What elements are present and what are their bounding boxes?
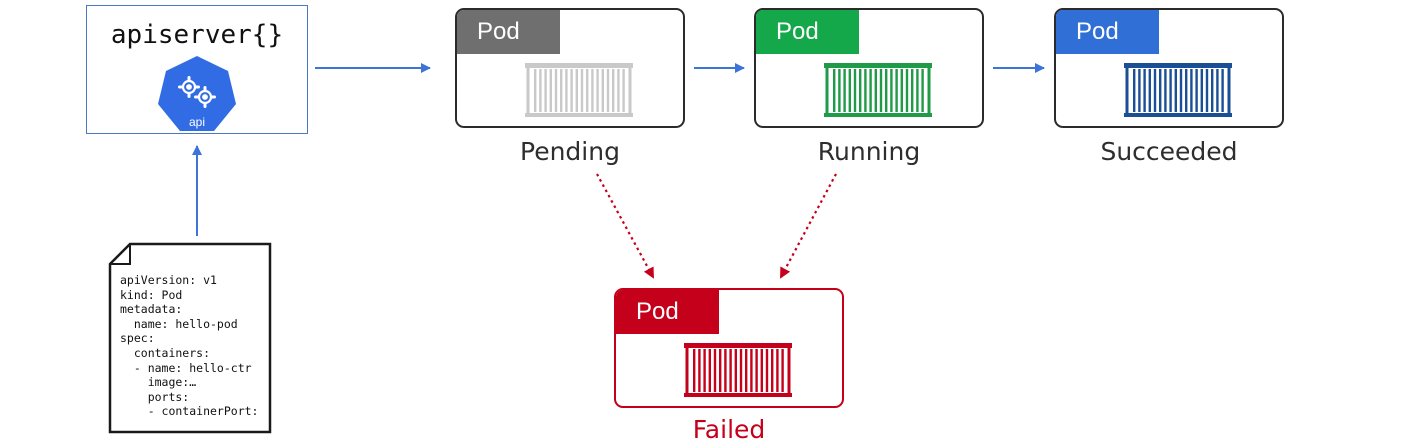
manifest-yaml: apiVersion: v1 kind: Pod metadata: name:…: [120, 273, 259, 419]
pod-running: Pod: [754, 8, 984, 128]
pod-pending-tab: Pod: [457, 10, 560, 54]
container-failed-icon: [684, 343, 792, 397]
manifest-document-icon: [108, 242, 272, 434]
state-label-failed: Failed: [692, 415, 766, 444]
pod-pending: Pod: [455, 8, 685, 128]
pod-failed: Pod: [614, 288, 844, 408]
container-pending-icon: [525, 63, 633, 117]
pod-failed-tab: Pod: [616, 290, 719, 334]
kubernetes-api-icon: api: [158, 56, 236, 131]
pod-succeeded: Pod: [1054, 8, 1284, 128]
api-logo-label: api: [189, 115, 205, 129]
arrow-running-to-failed: [780, 173, 837, 279]
pod-running-tab: Pod: [756, 10, 859, 54]
apiserver-box: apiserver{} api: [86, 5, 308, 134]
container-running-icon: [824, 63, 932, 117]
state-label-succeeded: Succeeded: [1100, 137, 1238, 166]
arrow-pending-to-failed: [596, 173, 654, 279]
state-label-pending: Pending: [520, 137, 620, 166]
apiserver-title: apiserver{}: [110, 20, 284, 50]
state-label-running: Running: [817, 137, 921, 166]
pod-succeeded-tab: Pod: [1056, 10, 1159, 54]
container-succeeded-icon: [1124, 63, 1232, 117]
